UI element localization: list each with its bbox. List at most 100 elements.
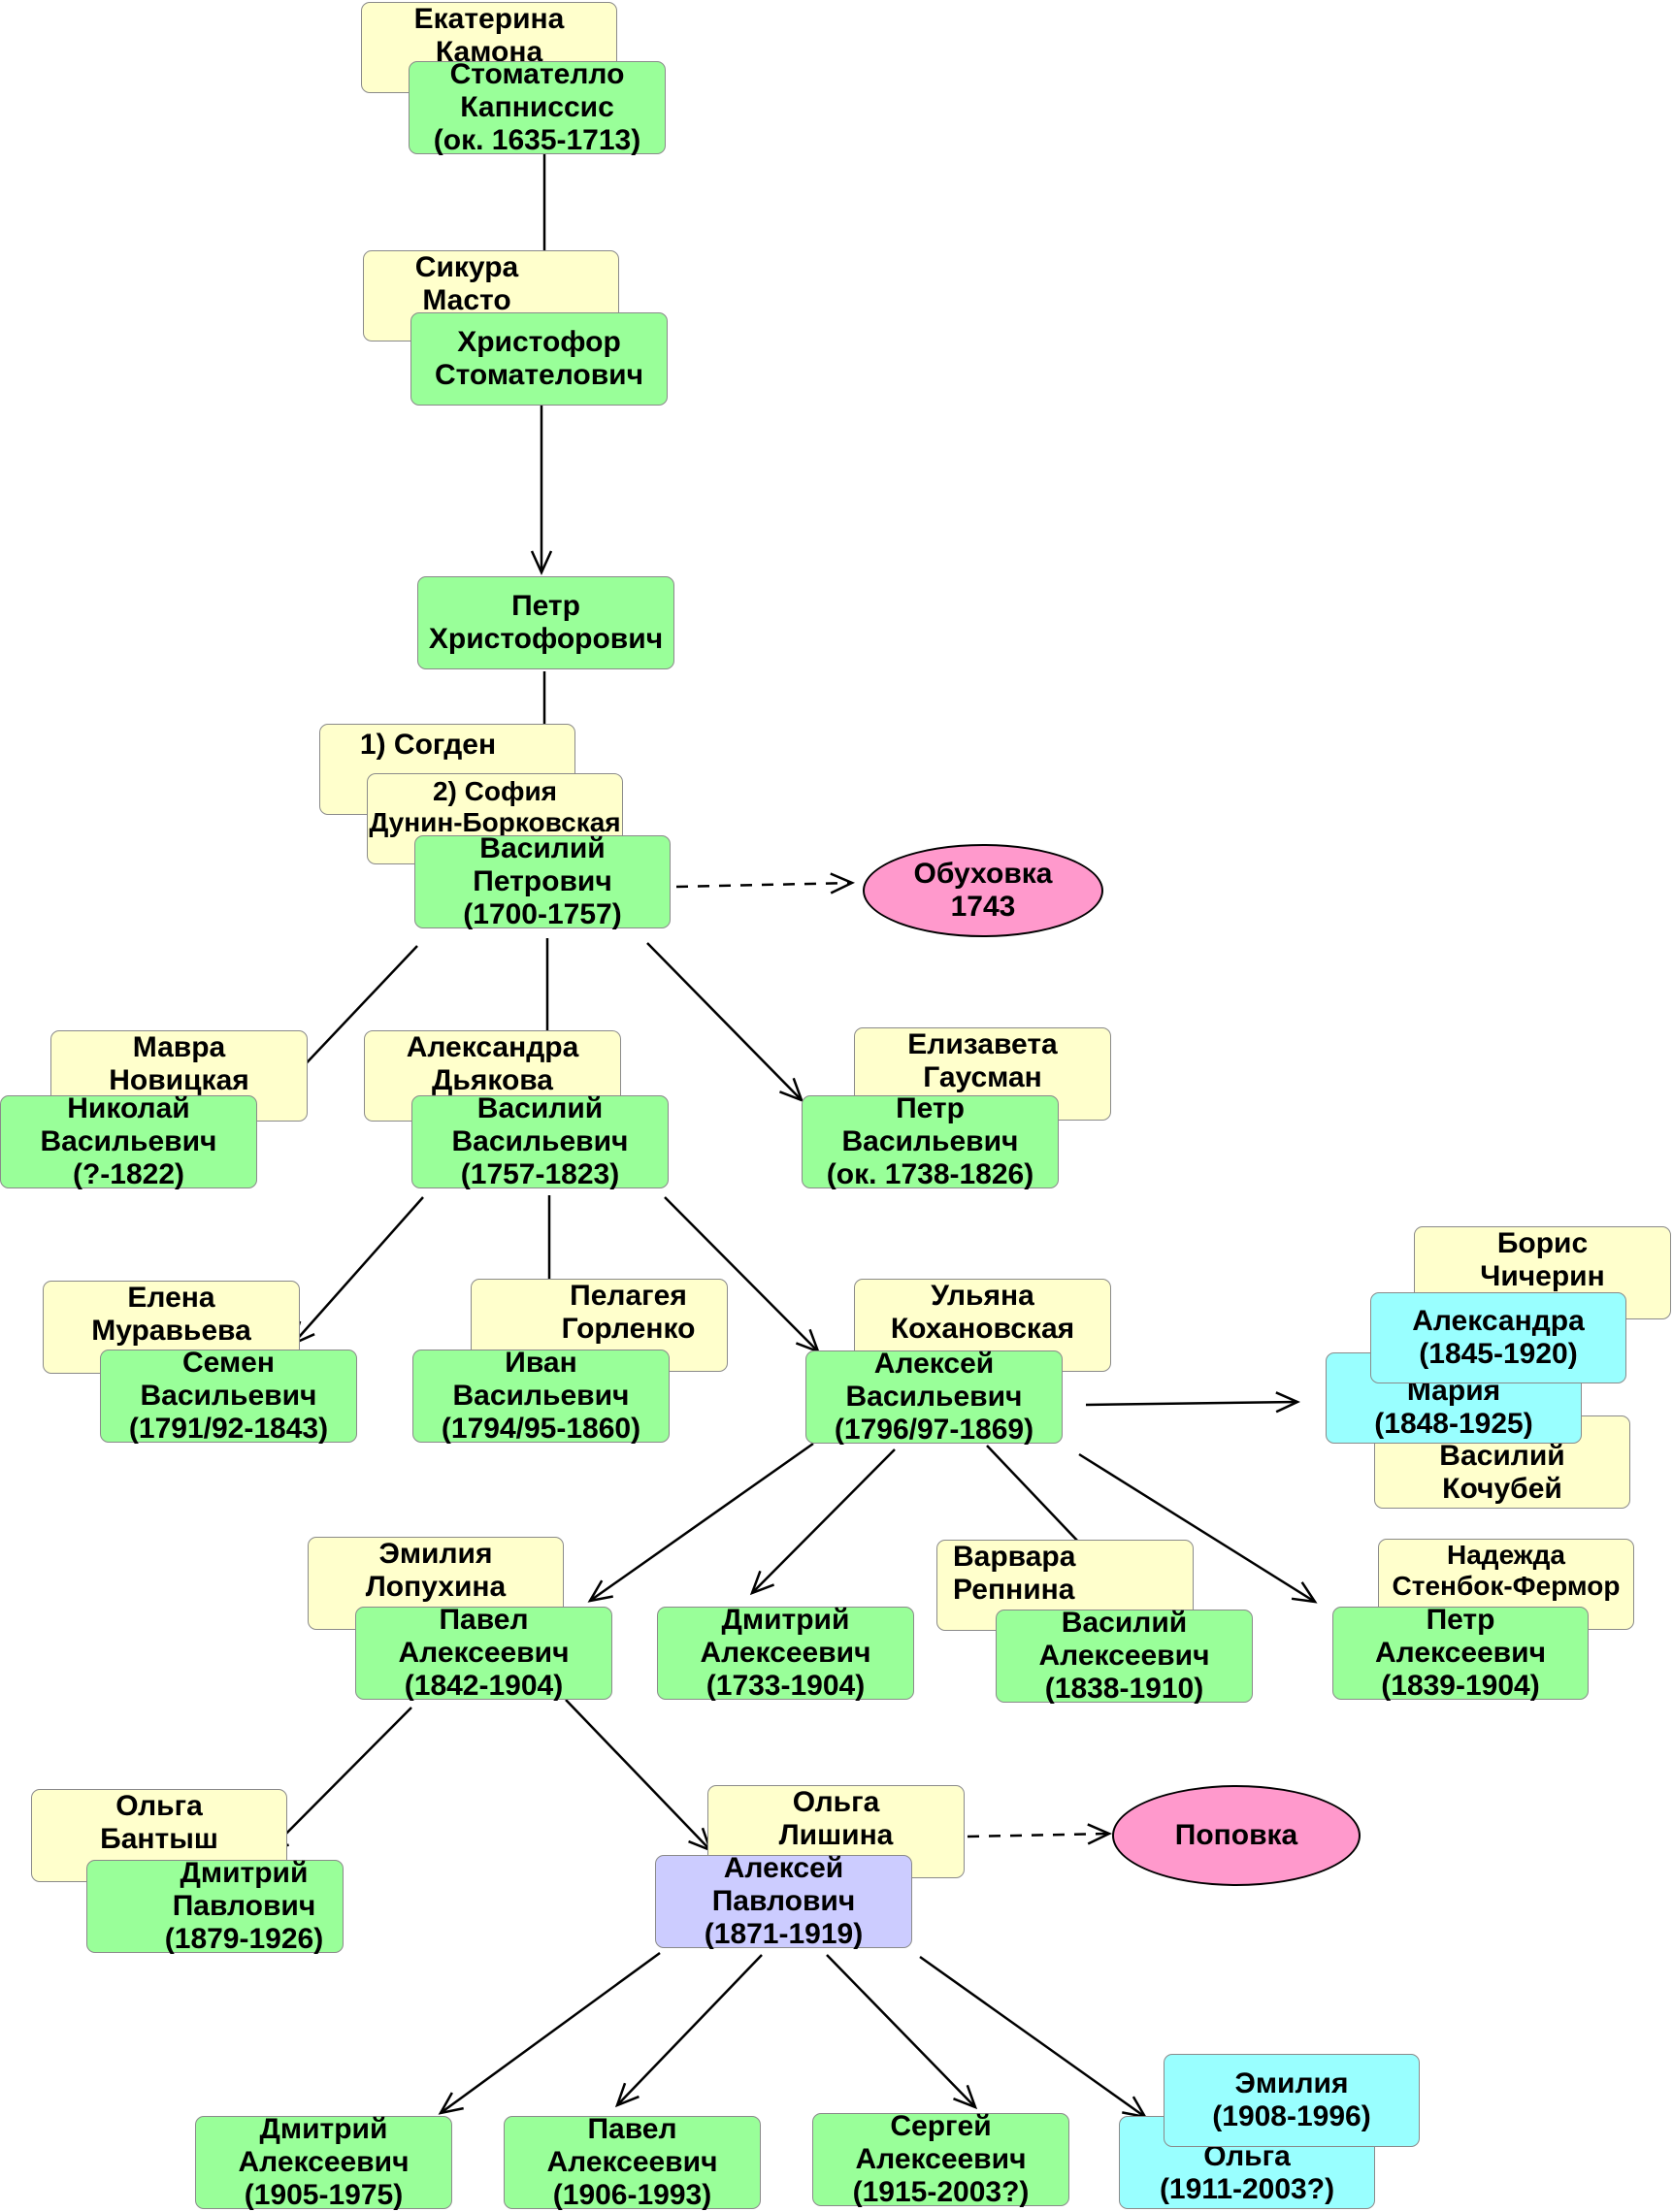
- years: (1911-2003?): [1159, 2173, 1335, 2205]
- person-petr-vasilyevich: Петр Васильевич (ок. 1738-1826): [802, 1092, 1059, 1190]
- years: (1757-1823): [460, 1158, 620, 1190]
- person-aleksey-vasilyevich: Алексей Васильевич (1796/97-1869): [805, 1348, 1063, 1446]
- name: 2) София: [432, 776, 558, 806]
- person-vasily-vasilyevich: Василий Васильевич (1757-1823): [411, 1092, 669, 1190]
- edge-aleksey-sisters: [1085, 1391, 1301, 1414]
- surname: Кочубей: [1442, 1473, 1562, 1505]
- years: (1791/92-1843): [128, 1413, 329, 1445]
- surname: Чичерин: [1480, 1260, 1605, 1292]
- years: (1906-1993): [552, 2179, 712, 2211]
- surname: Лопухина: [365, 1571, 507, 1603]
- edge-aleksey-pavel: [587, 1442, 814, 1603]
- years: (1700-1757): [463, 898, 622, 930]
- patronymic: Павлович: [172, 1890, 316, 1922]
- years: (1733-1904): [705, 1670, 866, 1702]
- patronymic: Васильевич: [40, 1125, 217, 1157]
- edge-vasilyv-semen: [290, 1196, 424, 1347]
- years: (1842-1904): [404, 1670, 564, 1702]
- patronymic: Алексеевич: [238, 2146, 410, 2178]
- patronymic: Алексеевич: [546, 2146, 718, 2178]
- surname: Масто: [422, 284, 511, 316]
- surname: Гаусман: [923, 1061, 1042, 1093]
- edge-vasily-petrv: [646, 942, 804, 1103]
- patronymic: Васильевич: [140, 1380, 317, 1412]
- name: Сикура: [414, 251, 519, 283]
- years: (?-1822): [72, 1158, 185, 1190]
- name: Алексей: [873, 1348, 995, 1380]
- place-name: Поповка: [1174, 1819, 1298, 1851]
- years: (ок. 1635-1713): [433, 124, 641, 156]
- surname: Бантыш: [100, 1823, 218, 1855]
- edge-alekseyp-daughters: [919, 1955, 1148, 2119]
- name: Дмитрий: [721, 1604, 850, 1636]
- name: Ульяна: [931, 1280, 1034, 1312]
- edge-alekseyp-sergey: [826, 1954, 978, 2110]
- patronymic: Алексеевич: [1038, 1640, 1210, 1672]
- surname: Новицкая: [109, 1064, 249, 1096]
- name: Мавра: [132, 1031, 226, 1063]
- name: Эмилия: [378, 1538, 493, 1570]
- name: 1) Согден: [359, 729, 497, 761]
- place-year: 1743: [950, 891, 1016, 923]
- name: Ольга: [792, 1786, 880, 1818]
- name: Павел: [587, 2113, 677, 2145]
- years: (1915-2003?): [852, 2176, 1030, 2208]
- edge-aleksey-dmitry: [749, 1448, 896, 1596]
- edge-vasilyv-aleksey: [664, 1196, 821, 1354]
- name: Василий: [476, 1092, 604, 1124]
- place-popovka: Поповка: [1112, 1785, 1361, 1886]
- name: Петр: [1426, 1604, 1495, 1636]
- name: Варвара: [953, 1541, 1076, 1573]
- surname: Кохановская: [890, 1313, 1075, 1345]
- name: Ольга: [115, 1790, 203, 1822]
- person-dmitry-alekseevich-1905: Дмитрий Алексеевич (1905-1975): [195, 2113, 452, 2211]
- person-pavel-alekseevich: Павел Алексеевич (1842-1904): [355, 1604, 612, 1702]
- edge-alekseyp-dmitrya2: [438, 1951, 661, 2115]
- name: Семен: [182, 1347, 275, 1379]
- edge-pavel-dmitryp: [264, 1707, 412, 1856]
- years: (ок. 1738-1826): [826, 1158, 1034, 1190]
- name: Дмитрий: [259, 2113, 388, 2145]
- patronymic: Алексеевич: [855, 2143, 1027, 2175]
- surname: Стенбок-Фермор: [1392, 1571, 1621, 1601]
- edge-vasily-obukhovka: [675, 872, 856, 895]
- surname: Капниссис: [460, 91, 614, 123]
- years: (1871-1919): [704, 1918, 864, 1950]
- years: (1905-1975): [244, 2179, 404, 2211]
- name: Сергей: [890, 2110, 992, 2142]
- person-vasily-alekseevich: Василий Алексеевич (1838-1910): [996, 1607, 1253, 1705]
- name: Павел: [439, 1604, 529, 1636]
- surname: Лишина: [778, 1819, 894, 1851]
- name: Иван: [505, 1347, 577, 1379]
- years: (1794/95-1860): [441, 1413, 641, 1445]
- years: (1796/97-1869): [834, 1414, 1034, 1446]
- person-alexandra-alekseevna: Александра (1845-1920): [1370, 1292, 1626, 1383]
- name: Василий: [1439, 1440, 1565, 1472]
- person-dmitry-alekseevich: Дмитрий Алексеевич (1733-1904): [657, 1604, 914, 1702]
- surname: Дунин-Борковская: [369, 807, 621, 837]
- edge-pavel-alekseyp: [565, 1699, 713, 1853]
- name: Александра: [406, 1031, 579, 1063]
- years: (1839-1904): [1381, 1670, 1540, 1702]
- name: Василий: [1061, 1607, 1188, 1639]
- person-dmitry-pavlovich: Дмитрий Павлович (1879-1926): [86, 1857, 344, 1955]
- name: Алексей: [723, 1852, 844, 1884]
- person-ivan-vasilyevich: Иван Васильевич (1794/95-1860): [412, 1347, 670, 1445]
- patronymic: Павлович: [711, 1885, 856, 1917]
- name: Эмилия: [1234, 2067, 1349, 2099]
- name: Христофор: [457, 326, 621, 358]
- patronymic: Алексеевич: [700, 1637, 871, 1669]
- years: (1908-1996): [1212, 2100, 1371, 2132]
- patronymic: Алексеевич: [398, 1637, 570, 1669]
- name: Борис: [1496, 1227, 1589, 1259]
- patronymic: Васильевич: [451, 1125, 629, 1157]
- years: (1879-1926): [164, 1923, 324, 1955]
- person-khristofor: Христофор Стомателович: [410, 312, 668, 406]
- name: Дмитрий: [180, 1857, 309, 1889]
- edge-aleksey-petra: [1078, 1452, 1318, 1604]
- patronymic: Алексеевич: [1375, 1637, 1546, 1669]
- name: Надежда: [1447, 1540, 1565, 1570]
- person-petr-alekseevich: Петр Алексеевич (1839-1904): [1332, 1604, 1589, 1702]
- person-emilia-alekseevna: Эмилия (1908-1996): [1164, 2054, 1420, 2147]
